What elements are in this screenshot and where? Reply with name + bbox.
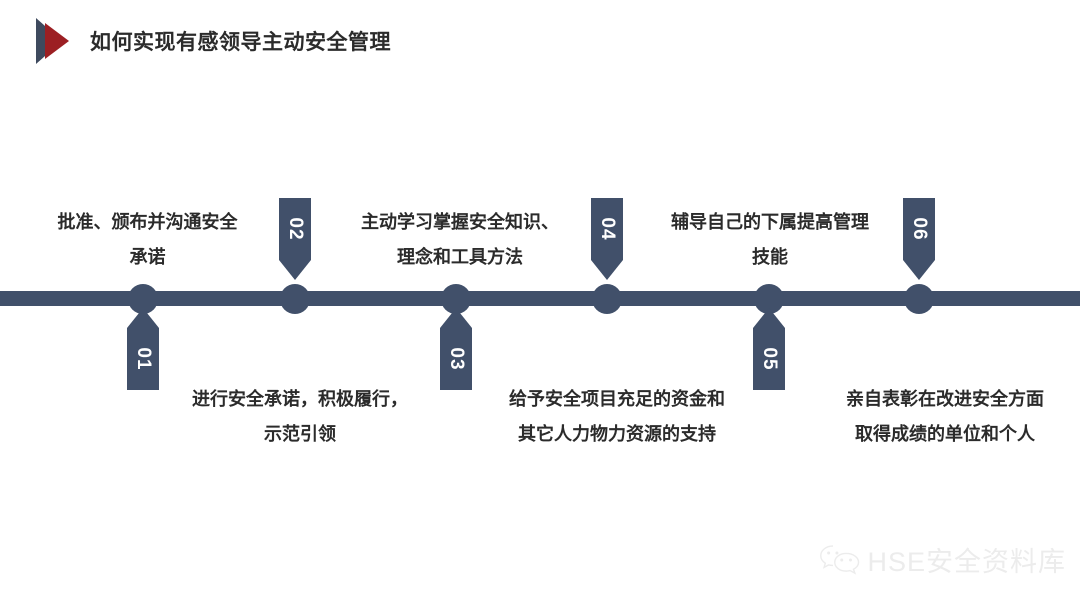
timeline-caption-03: 给予安全项目充足的资金和 其它人力物力资源的支持 bbox=[478, 382, 756, 452]
timeline-caption-02: 批准、颁布并沟通安全 承诺 bbox=[25, 205, 270, 275]
timeline-node-dot bbox=[904, 284, 934, 314]
slide-title-row: 如何实现有感领导主动安全管理 bbox=[36, 18, 391, 64]
caption-line: 辅导自己的下属提高管理 bbox=[671, 212, 869, 232]
watermark-text: HSE安全资料库 bbox=[867, 547, 1066, 577]
wechat-icon bbox=[820, 544, 860, 575]
timeline-caption-04: 主动学习掌握安全知识、 理念和工具方法 bbox=[335, 205, 585, 275]
timeline-node-dot bbox=[280, 284, 310, 314]
play-triangle-icon bbox=[36, 18, 78, 64]
watermark: HSE安全资料库 bbox=[819, 540, 1066, 579]
pin-body-shape bbox=[279, 198, 311, 260]
pin-body-shape bbox=[440, 328, 472, 390]
pin-body-shape bbox=[753, 328, 785, 390]
pin-number-label: 05 bbox=[759, 347, 780, 371]
pin-number-label: 06 bbox=[909, 217, 930, 241]
timeline-caption-01: 进行安全承诺，积极履行， 示范引领 bbox=[160, 382, 440, 452]
caption-line: 批准、颁布并沟通安全 bbox=[57, 212, 238, 232]
caption-line: 主动学习掌握安全知识、 bbox=[361, 212, 559, 232]
triangle-front-shape bbox=[45, 23, 69, 59]
pin-tip-shape bbox=[279, 260, 311, 280]
page-title: 如何实现有感领导主动安全管理 bbox=[90, 31, 391, 54]
pin-tip-shape bbox=[127, 308, 159, 328]
pin-number-label: 03 bbox=[446, 347, 467, 371]
pin-number-label: 04 bbox=[597, 217, 618, 241]
pin-body-shape bbox=[903, 198, 935, 260]
timeline-node-dot bbox=[592, 284, 622, 314]
timeline-caption-05: 亲自表彰在改进安全方面 取得成绩的单位和个人 bbox=[815, 382, 1075, 452]
pin-tip-shape bbox=[440, 308, 472, 328]
timeline-caption-06: 辅导自己的下属提高管理 技能 bbox=[645, 205, 895, 275]
pin-body-shape bbox=[127, 328, 159, 390]
timeline-marker-02[interactable]: 02 bbox=[279, 198, 311, 280]
timeline-marker-06[interactable]: 06 bbox=[903, 198, 935, 280]
caption-line: 技能 bbox=[752, 247, 788, 267]
timeline-marker-03[interactable]: 03 bbox=[440, 308, 472, 390]
pin-tip-shape bbox=[591, 260, 623, 280]
caption-line: 亲自表彰在改进安全方面 bbox=[846, 389, 1044, 409]
caption-line: 取得成绩的单位和个人 bbox=[855, 424, 1035, 444]
caption-line: 其它人力物力资源的支持 bbox=[518, 424, 716, 444]
timeline-marker-05[interactable]: 05 bbox=[753, 308, 785, 390]
caption-line: 进行安全承诺，积极履行， bbox=[192, 389, 408, 409]
caption-line: 示范引领 bbox=[264, 424, 336, 444]
timeline-axis bbox=[0, 291, 1080, 306]
pin-number-label: 01 bbox=[133, 347, 154, 371]
pin-tip-shape bbox=[753, 308, 785, 328]
timeline-marker-01[interactable]: 01 bbox=[127, 308, 159, 390]
caption-line: 给予安全项目充足的资金和 bbox=[509, 389, 725, 409]
timeline-marker-04[interactable]: 04 bbox=[591, 198, 623, 280]
pin-number-label: 02 bbox=[285, 217, 306, 241]
caption-line: 理念和工具方法 bbox=[397, 247, 523, 267]
pin-tip-shape bbox=[903, 260, 935, 280]
caption-line: 承诺 bbox=[129, 247, 166, 267]
pin-body-shape bbox=[591, 198, 623, 260]
